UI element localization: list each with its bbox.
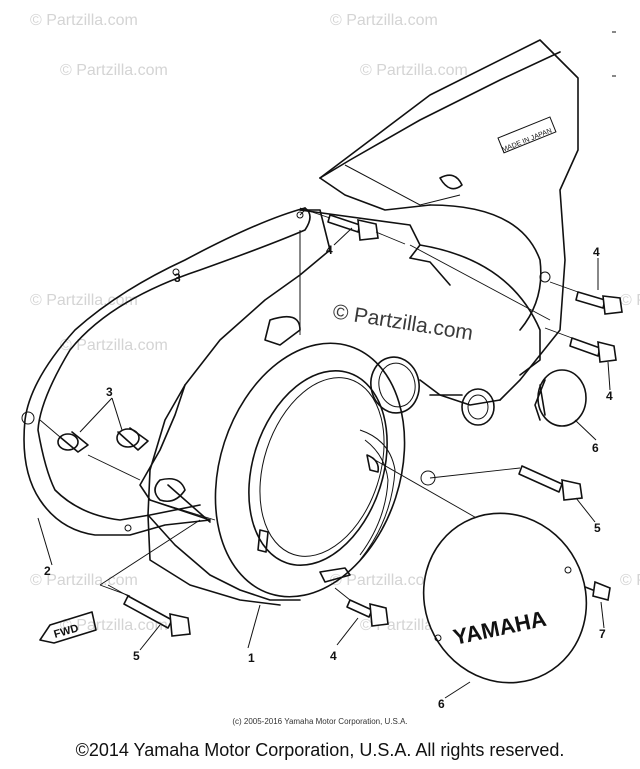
watermark-text: © Partzilla.com <box>620 292 640 309</box>
dowel-pins-part-3 <box>39 419 149 481</box>
callout-number: 6 <box>592 441 599 455</box>
watermark-text: © Partzilla.com <box>30 292 138 309</box>
screw-part-4-right-b <box>544 327 617 363</box>
cap-plug <box>534 369 587 427</box>
watermark-center-text: © Partzilla.com <box>331 300 474 345</box>
watermark-text: © Partzilla.com <box>60 337 168 354</box>
callout-number: 7 <box>599 627 606 641</box>
oil-ring-boss <box>370 356 495 426</box>
watermark-text: © Partzilla.com <box>330 12 438 29</box>
watermark-text: © Partzilla.com <box>30 12 138 29</box>
watermark-text: © Partzilla.com <box>360 62 468 79</box>
made-in-japan-label: MADE IN JAPAN <box>501 127 553 153</box>
copyright-small-text: (c) 2005-2016 Yamaha Motor Corporation, … <box>232 717 408 726</box>
callout-number: 2 <box>44 564 51 578</box>
callout-number: 4 <box>330 649 337 663</box>
watermark-text: © Partzilla.com <box>620 572 640 589</box>
screw-part-5-right <box>420 465 583 501</box>
callout-number: 3 <box>106 385 113 399</box>
copyright-main-text: ©2014 Yamaha Motor Corporation, U.S.A. A… <box>75 740 565 760</box>
callout-number: 6 <box>438 697 445 711</box>
cover-bore-ring <box>214 342 406 598</box>
made-in-japan-plate <box>497 116 557 154</box>
fwd-arrow: FWD <box>39 611 97 644</box>
screw-part-4-top <box>299 207 406 245</box>
watermark-text: © Partzilla.com <box>330 572 438 589</box>
screw-part-7 <box>579 580 611 601</box>
watermark-text: © Partzilla.com <box>30 572 138 589</box>
callout-number: 4 <box>326 243 333 257</box>
fwd-label: FWD <box>53 622 80 640</box>
callout-number: 4 <box>606 389 613 403</box>
screw-part-4-bottom <box>334 587 389 627</box>
callout-number: 3 <box>174 271 181 285</box>
callout-number: 5 <box>594 521 601 535</box>
screw-part-4-right-a <box>549 281 623 315</box>
callout-numbers: 1 2 3 3 4 4 4 4 5 5 6 6 7 <box>44 243 613 711</box>
gasket-part-2 <box>21 207 311 536</box>
callout-number: 1 <box>248 651 255 665</box>
callout-number: 5 <box>133 649 140 663</box>
crankcase-cover-part-1 <box>139 209 551 606</box>
callout-leaders <box>37 227 611 699</box>
watermark-text: © Partzilla.com <box>60 62 168 79</box>
callout-number: 4 <box>593 245 600 259</box>
yamaha-cover-part-6: YAMAHA <box>422 512 588 684</box>
watermark-text: © Partzilla.com <box>60 617 168 634</box>
screw-part-5-left <box>107 584 191 637</box>
